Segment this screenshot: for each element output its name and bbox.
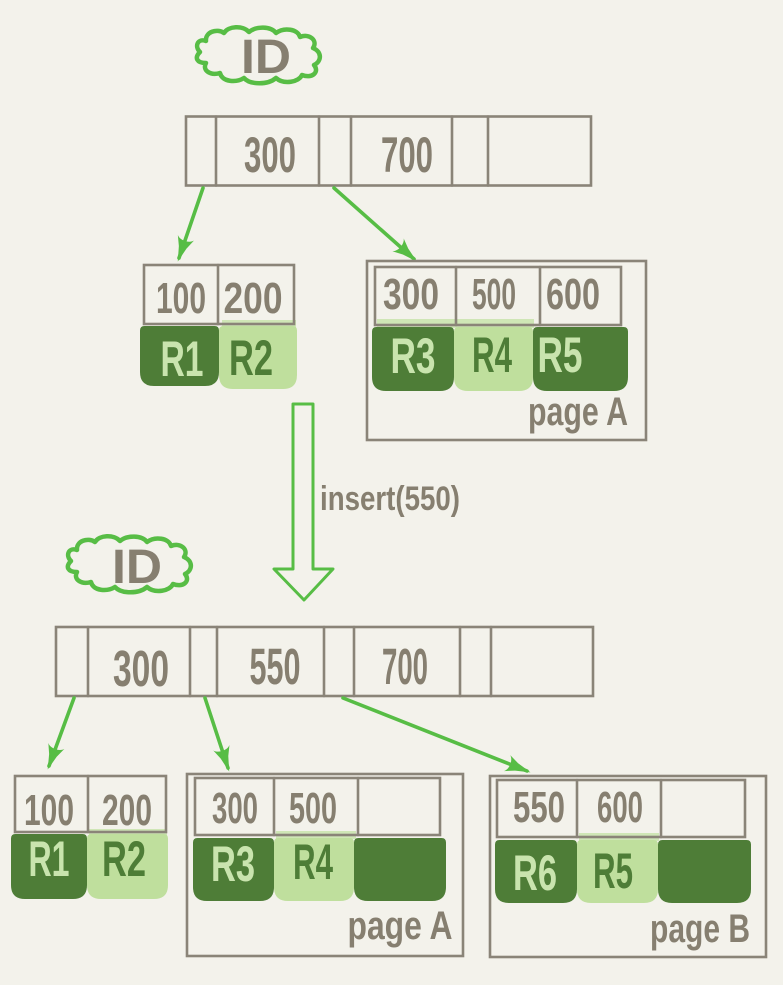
svg-text:300: 300 (212, 784, 258, 833)
svg-text:550: 550 (250, 638, 301, 695)
svg-text:R4: R4 (472, 327, 512, 383)
svg-text:100: 100 (156, 274, 206, 323)
svg-text:ID: ID (241, 31, 291, 84)
svg-text:300: 300 (113, 640, 169, 697)
svg-text:600: 600 (597, 783, 643, 832)
svg-text:R1: R1 (161, 331, 204, 387)
svg-text:550: 550 (513, 783, 565, 832)
svg-text:300: 300 (244, 127, 296, 183)
svg-text:R6: R6 (513, 845, 557, 901)
svg-text:500: 500 (289, 784, 337, 833)
svg-text:700: 700 (381, 127, 433, 183)
svg-text:R4: R4 (293, 834, 333, 890)
svg-text:700: 700 (382, 638, 428, 695)
svg-text:page A: page A (528, 390, 628, 434)
svg-text:R5: R5 (593, 843, 633, 899)
svg-text:insert(550): insert(550) (320, 480, 460, 518)
svg-text:200: 200 (224, 274, 283, 323)
svg-text:100: 100 (24, 786, 74, 835)
svg-text:600: 600 (546, 270, 600, 319)
svg-text:ID: ID (112, 541, 162, 594)
svg-text:R3: R3 (391, 328, 436, 384)
svg-text:page B: page B (650, 907, 750, 951)
svg-text:R1: R1 (29, 831, 70, 887)
svg-text:500: 500 (472, 270, 516, 319)
svg-text:R2: R2 (102, 831, 146, 887)
svg-text:R3: R3 (211, 836, 255, 892)
svg-text:300: 300 (383, 270, 439, 319)
svg-text:R2: R2 (229, 330, 273, 386)
svg-text:R5: R5 (538, 327, 583, 383)
svg-text:200: 200 (102, 786, 152, 835)
svg-text:page A: page A (348, 904, 453, 948)
